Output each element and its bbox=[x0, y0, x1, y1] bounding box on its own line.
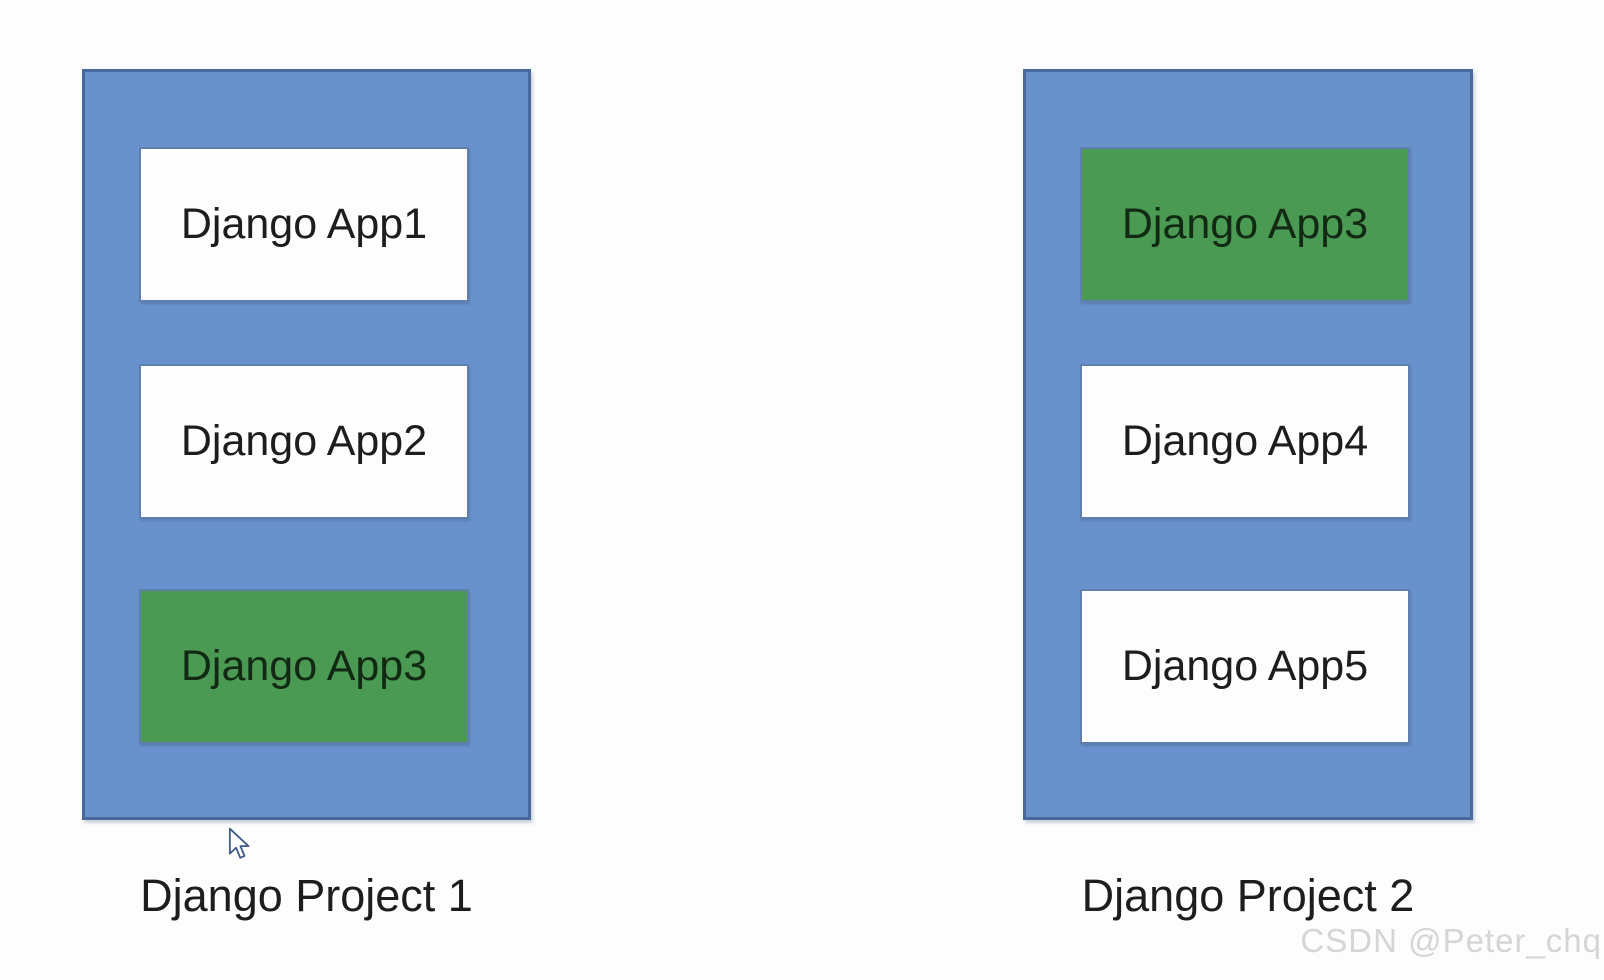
app-box-django-app4: Django App4 bbox=[1080, 364, 1410, 519]
app-label: Django App3 bbox=[1121, 200, 1369, 248]
app-box-django-app5: Django App5 bbox=[1080, 589, 1410, 744]
app-label: Django App2 bbox=[180, 417, 428, 465]
mouse-pointer-icon bbox=[228, 827, 250, 859]
app-label: Django App4 bbox=[1121, 417, 1369, 465]
app-box-django-app3-project2: Django App3 bbox=[1080, 147, 1410, 302]
app-label: Django App1 bbox=[180, 200, 428, 248]
app-label: Django App5 bbox=[1121, 642, 1369, 690]
project-1-caption: Django Project 1 bbox=[140, 870, 473, 921]
watermark-text: CSDN @Peter_chq bbox=[1300, 922, 1602, 959]
project-1-container: Django App1 Django App2 Django App3 bbox=[82, 69, 531, 859]
app-box-django-app3-project1: Django App3 bbox=[139, 589, 469, 744]
project-2-container: Django App3 Django App4 Django App5 bbox=[1023, 69, 1473, 820]
app-box-django-app2: Django App2 bbox=[139, 364, 469, 519]
app-label: Django App3 bbox=[180, 642, 428, 690]
app-box-django-app1: Django App1 bbox=[139, 147, 469, 302]
project-2-caption: Django Project 2 bbox=[1081, 870, 1415, 921]
